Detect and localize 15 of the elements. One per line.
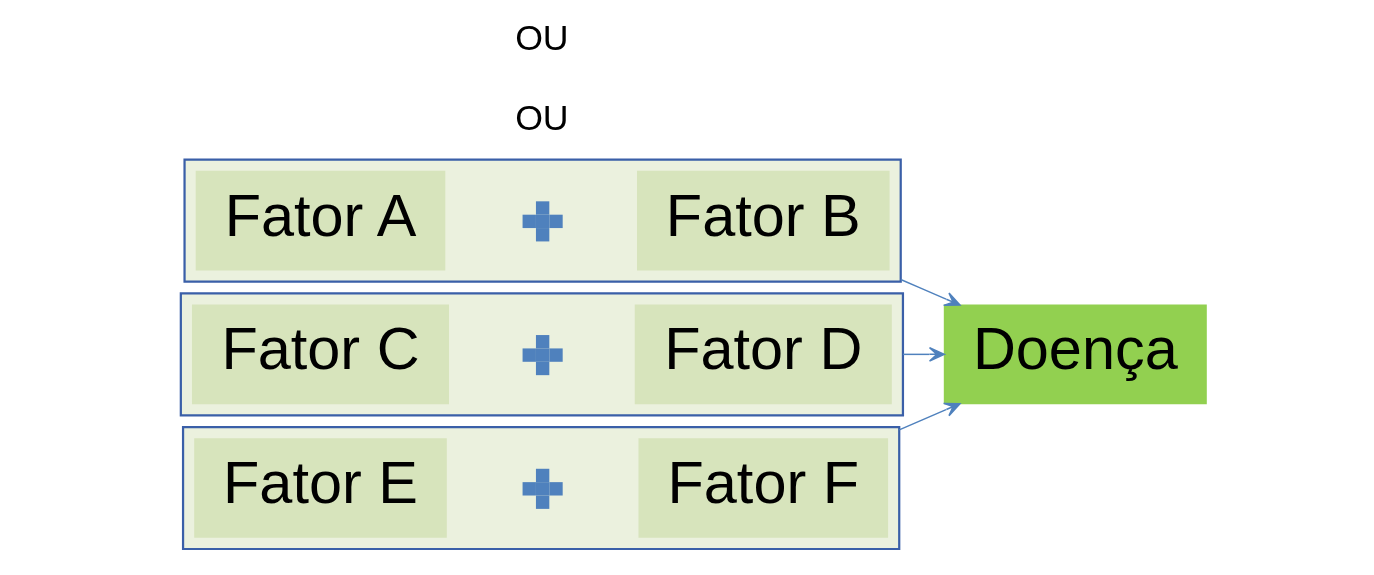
- cluster: [182, 158, 902, 283]
- label: OU: [514, 18, 569, 59]
- node-box: Fator B: [636, 170, 890, 271]
- arrow: [898, 402, 961, 431]
- node-box: Fator C: [191, 304, 449, 405]
- cluster: [181, 426, 900, 551]
- label: OU: [514, 98, 569, 139]
- node-box: Fator F: [637, 438, 888, 538]
- arrow: [901, 346, 945, 362]
- cluster: [179, 292, 904, 417]
- node-box: Fator E: [193, 438, 447, 538]
- arrow: [899, 278, 961, 307]
- node-box: Fator A: [195, 170, 445, 271]
- node-box: Fator D: [634, 304, 892, 405]
- node-box: Doença: [943, 304, 1207, 405]
